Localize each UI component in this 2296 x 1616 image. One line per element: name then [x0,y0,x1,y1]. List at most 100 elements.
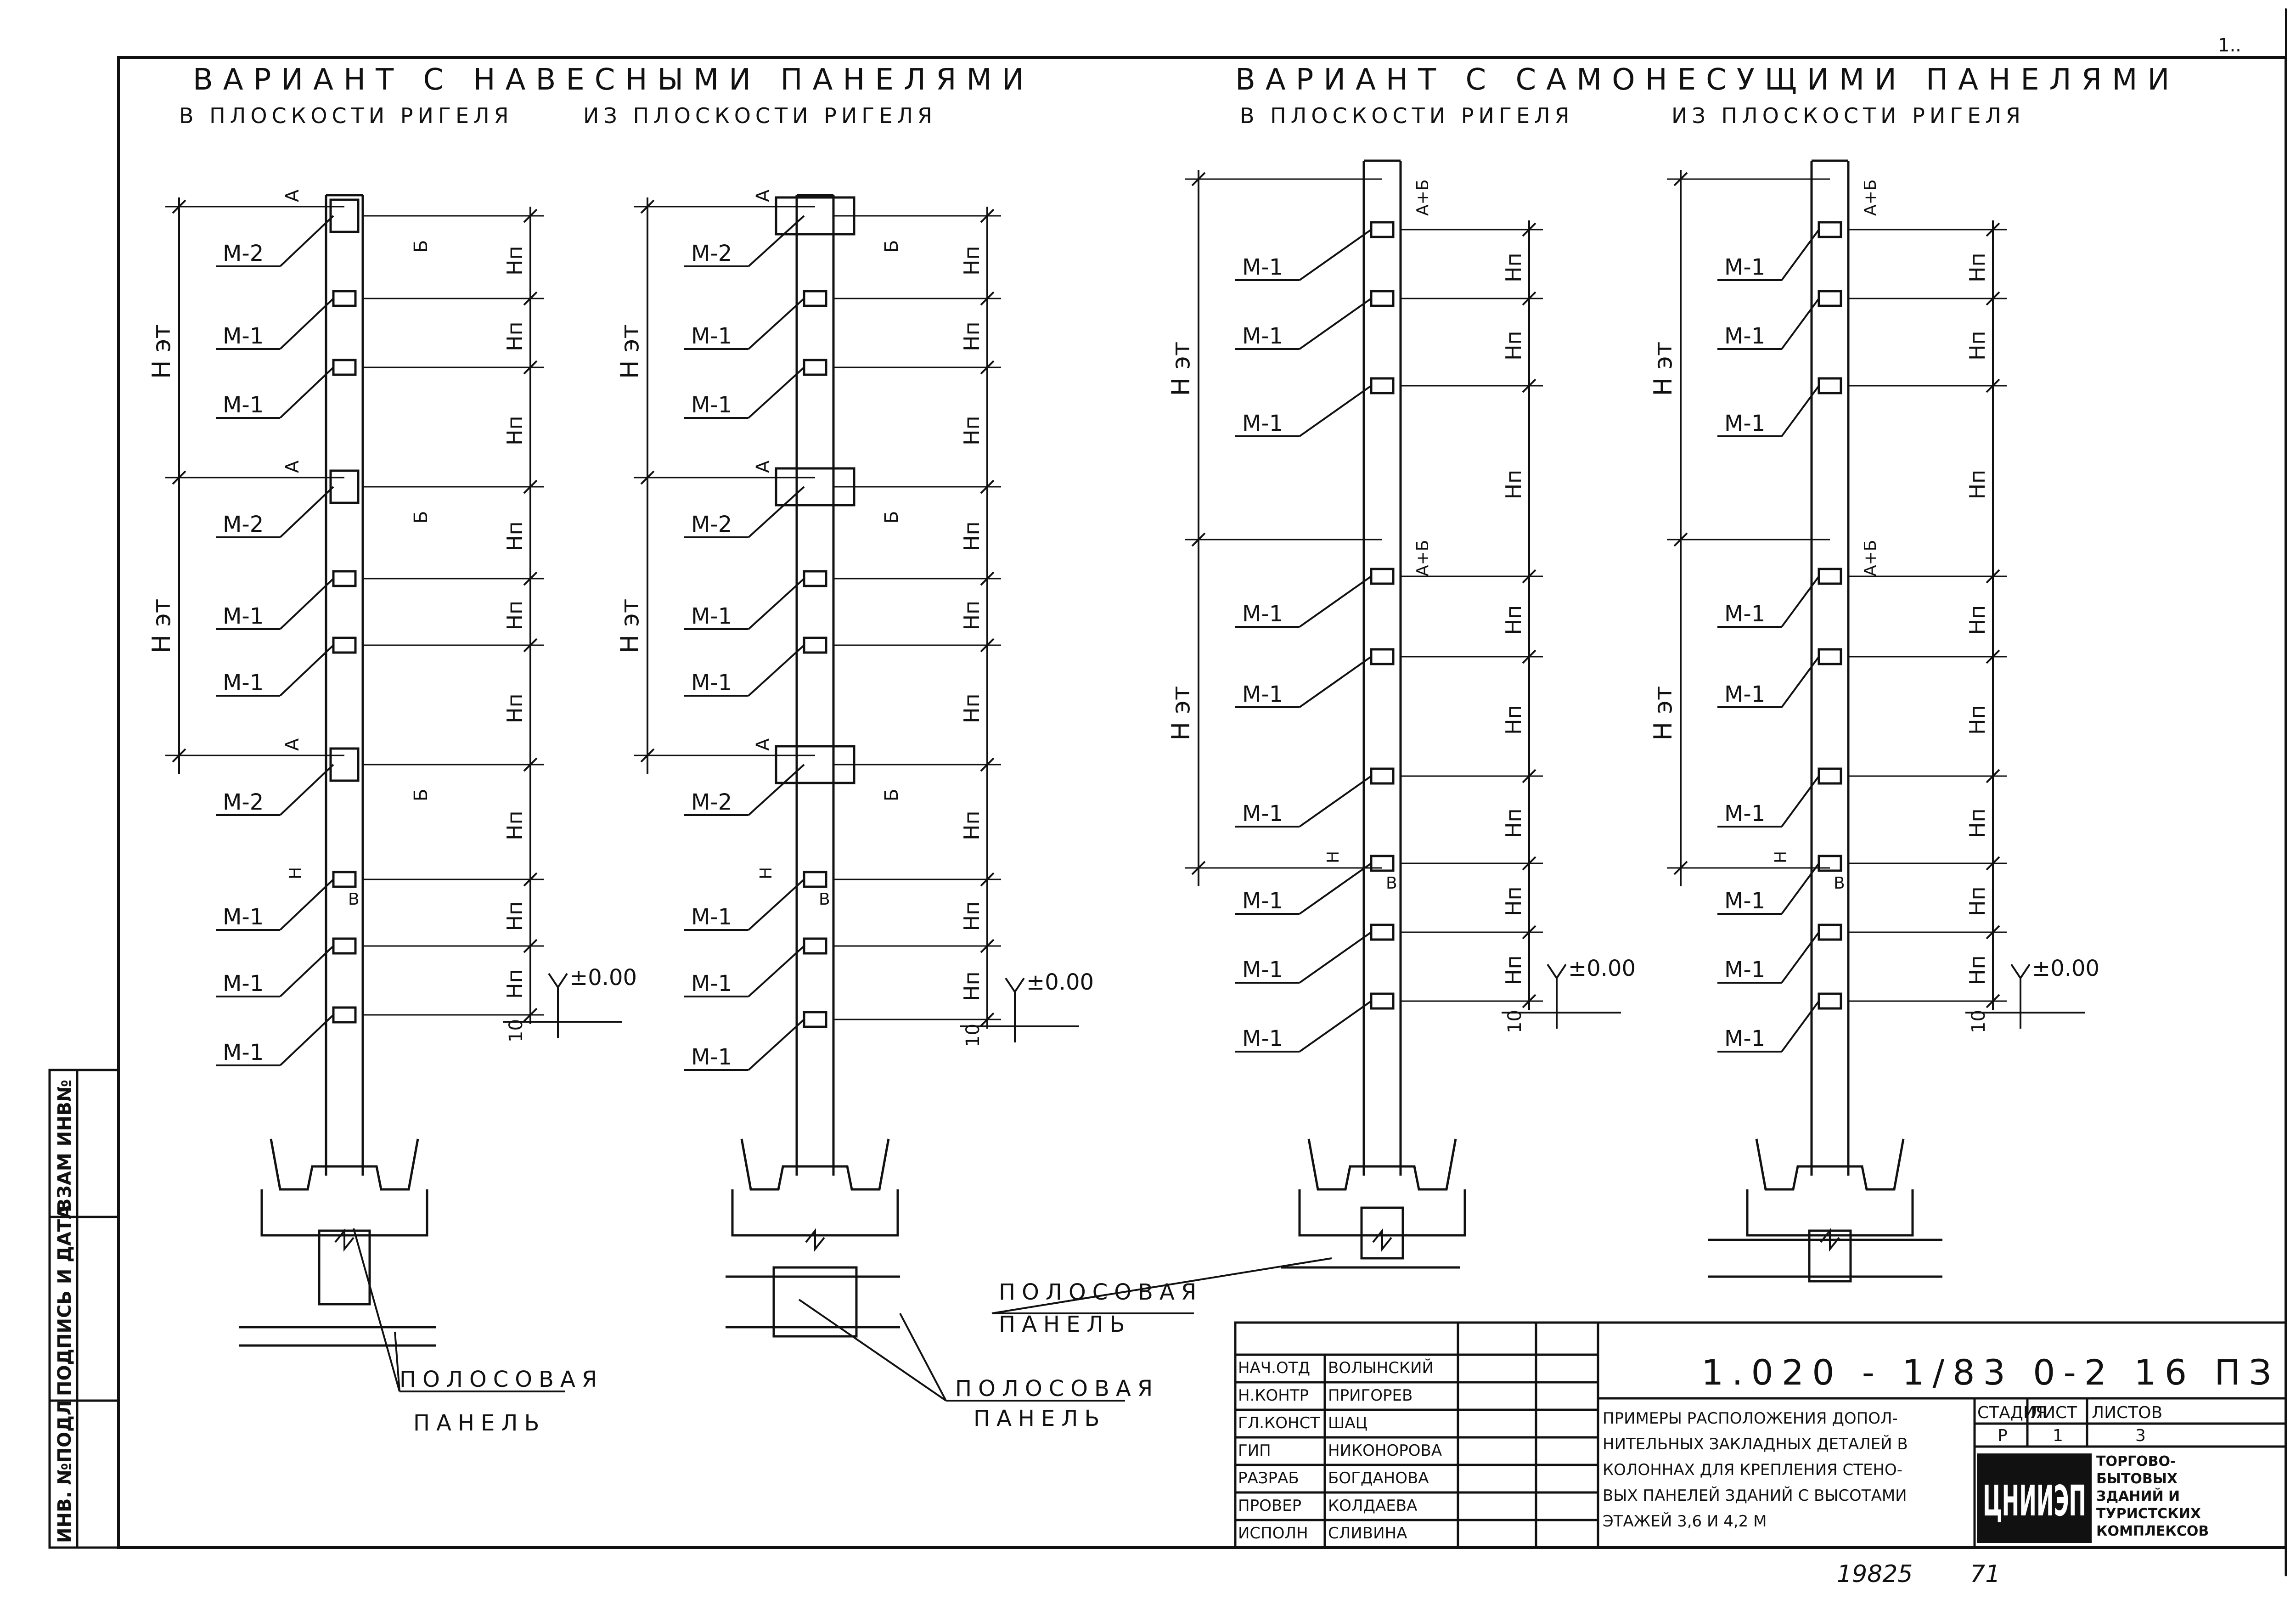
plate-label: М-1 [1242,411,1283,436]
description-line: КОЛОННАХ ДЛЯ КРЕПЛЕНИЯ СТЕНО- [1603,1461,1902,1479]
dimension-tick [980,291,995,306]
offset-v: В [1834,874,1845,893]
dimension-hn: Нп [1965,331,1990,360]
storey-height-label: Н эт [615,599,644,653]
offset-v: В [348,890,360,909]
signatory-name: ПРИГОРЕВ [1328,1386,1412,1405]
sheet-header: ЛИСТ [2031,1403,2077,1422]
plate-leader [748,644,805,697]
dimension-hn: Нп [959,416,984,445]
dimension-tick [980,757,995,772]
plate-label: М-1 [223,904,264,930]
offset-a: А [753,460,774,473]
embedded-plate [332,570,357,587]
plate-label: М-1 [1724,254,1765,280]
dimension-tick [1986,769,2000,783]
embedded-plate [1370,767,1395,785]
dimension-hn: Нп [502,601,527,631]
dimension-hn: Нп [959,693,984,723]
storey-height-label: Н эт [1649,342,1677,396]
embedded-plate [332,1006,357,1024]
embedded-plate [803,290,827,307]
dimension-hn: Нп [502,901,527,931]
embedded-plate [803,871,827,888]
plate-label: М-1 [1242,1026,1283,1052]
plate-leader [1299,229,1372,281]
embedded-plate [803,1011,827,1028]
dimension-hn: Нп [959,321,984,351]
embedded-plate [1818,767,1842,785]
ground-arrow [548,973,568,989]
dimension-tick [1986,569,2000,584]
dimension-hn: Нп [502,321,527,351]
plate-label: М-2 [691,512,732,537]
plate-label: М-1 [691,904,732,930]
plate-leader [1781,862,1820,915]
dimension-tick [523,291,538,306]
plate-leader [1781,1000,1820,1053]
embedded-plate [1818,377,1842,394]
stamp-signature: ПОДПИСЬ И ДАТА [54,1205,75,1396]
dimension-tick [980,479,995,494]
offset-v: В [1386,874,1397,893]
storey-height-label: Н эт [615,324,644,379]
dimension-hn: Нп [502,246,527,276]
foundation-base [1746,1189,1914,1237]
storey-tick [1191,172,1206,186]
plate-label: М-1 [1242,888,1283,914]
left-variant-title: ВАРИАНТ С НАВЕСНЫМИ ПАНЕЛЯМИ [193,63,1034,97]
embedded-plate [332,359,357,376]
embedded-plate-large [329,198,360,233]
plan-column [318,1229,371,1306]
left-approval-stamp: ИНВ. №ПОДЛ ПОДПИСЬ И ДАТА ВЗАМ ИНВ№ [48,1069,120,1549]
offset-a: А [282,460,303,473]
dimension-tick [1986,222,2000,237]
plate-label: М-1 [1242,681,1283,707]
foundation-top [270,1138,419,1191]
plate-leader [1781,298,1820,350]
view-headers: ВАРИАНТ С НАВЕСНЫМИ ПАНЕЛЯМИ ВАРИАНТ С С… [193,63,2179,97]
plate-label: М-1 [1242,254,1283,280]
signatory-name: СЛИВИНА [1328,1524,1407,1543]
plate-label: М-1 [691,323,732,349]
signatory-name: КОЛДАЕВА [1328,1497,1417,1515]
offset-a: А [753,189,774,202]
embedded-plate [332,937,357,955]
sheet-frame [117,56,2287,1549]
dimension-hn: Нп [1965,808,1990,838]
panel-label-2b: ПАНЕЛЬ [974,1406,1106,1431]
org-logo: ЦНИИЭП [1983,1476,2086,1526]
callout-leader [899,1313,947,1401]
plate-label: М-1 [691,971,732,997]
dimension-tick [523,1008,538,1022]
plate-leader [748,578,805,630]
dimension-hn: Нп [1501,705,1526,735]
signatory-name: НИКОНОРОВА [1328,1441,1442,1460]
stamp-frame [48,1069,120,1549]
plate-leader [748,1019,805,1071]
plate-leader [748,486,805,538]
plate-leader [279,945,334,997]
dimension-hn: Нп [1501,955,1526,985]
dimension-tick [980,872,995,887]
right-variant-title: ВАРИАНТ С САМОНЕСУЩИМИ ПАНЕЛЯМИ [1235,63,2179,97]
plate-label: М-1 [1724,601,1765,627]
plate-label: М-1 [1242,601,1283,627]
storey-tick [640,748,655,763]
plate-leader [748,764,805,816]
plate-label: М-2 [223,789,264,815]
base-offset: 10 [1504,1010,1525,1033]
dimension-tick [523,638,538,653]
offset-h: Н [1324,851,1343,863]
embedded-plate [332,871,357,888]
column-4: М-1М-1М-1М-1М-1М-1М-1М-1М-1НпНпНпНпНпНпН… [1649,159,2099,1283]
plate-leader [1299,385,1372,437]
plate-label: М-2 [223,241,264,266]
embedded-plate [803,636,827,654]
offset-b: Б [411,789,432,801]
dimension-tick [980,638,995,653]
dimension-hn: Нп [1501,470,1526,500]
dimension-hn: Нп [1965,470,1990,500]
plate-leader [748,298,805,350]
plate-label: М-1 [1242,323,1283,349]
